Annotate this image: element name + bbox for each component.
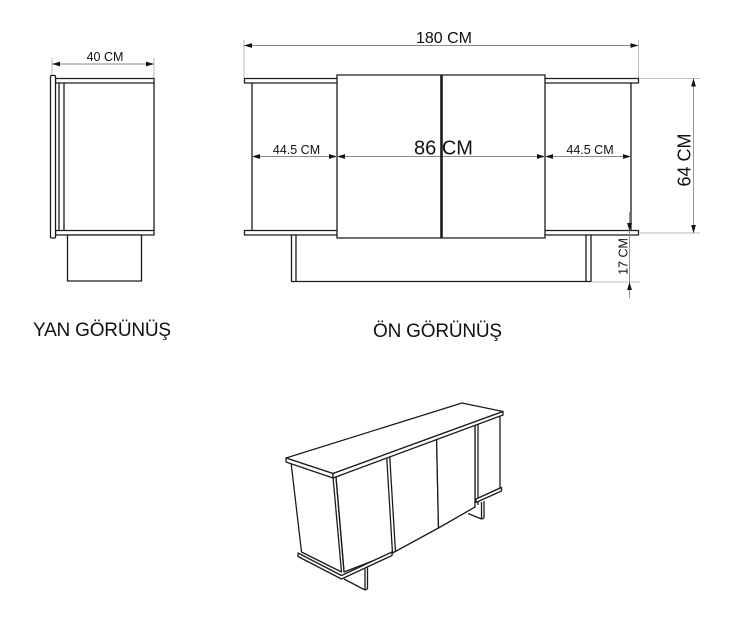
front-view-title: ÖN GÖRÜNÜŞ [373,321,502,342]
door-left-edge-thickness [388,452,397,553]
top-slab-front-edge [332,410,504,479]
doors-width-label: 86 CM [414,138,473,160]
depth-dimension: 40 CM [51,50,155,79]
total-width-dimension: 180 CM [243,30,639,78]
side-view: 40 CM YAN GÖRÜNÜŞ [33,50,171,341]
leg-bottom-edge [481,517,485,520]
right-leg [585,234,592,283]
side-top-shelf [54,77,155,84]
leg-plate-edge [343,578,366,591]
side-base [66,234,143,282]
side-door-panel [49,74,57,239]
left-leg [290,234,297,283]
left-plinth [297,551,393,580]
side-bottom-shelf [54,229,155,236]
right-plinth [475,486,503,504]
side-view-title: YAN GÖRÜNÜŞ [33,320,171,341]
leg-bottom-edge [364,588,368,591]
perspective-view [285,402,504,591]
body-height-dimension: 64 CM [640,78,700,234]
perspective-right-leg [467,501,485,520]
left-panel-front-edge [335,476,345,572]
depth-label: 40 CM [87,50,124,64]
right-compartment-face [474,414,501,501]
leg-plate-edge [467,512,482,520]
body-height-label: 64 CM [675,133,695,186]
leg-height-label: 17 CM [617,238,631,275]
total-width-label: 180 CM [416,30,472,47]
leg-height-dimension: 17 CM [592,212,640,298]
perspective-left-leg [343,567,369,591]
left-compartment-label: 44.5 CM [273,143,320,157]
front-view: 180 CM 44.5 CM 86 CM 44.5 CM 64 CM [243,30,700,342]
right-compartment-label: 44.5 CM [566,143,613,157]
